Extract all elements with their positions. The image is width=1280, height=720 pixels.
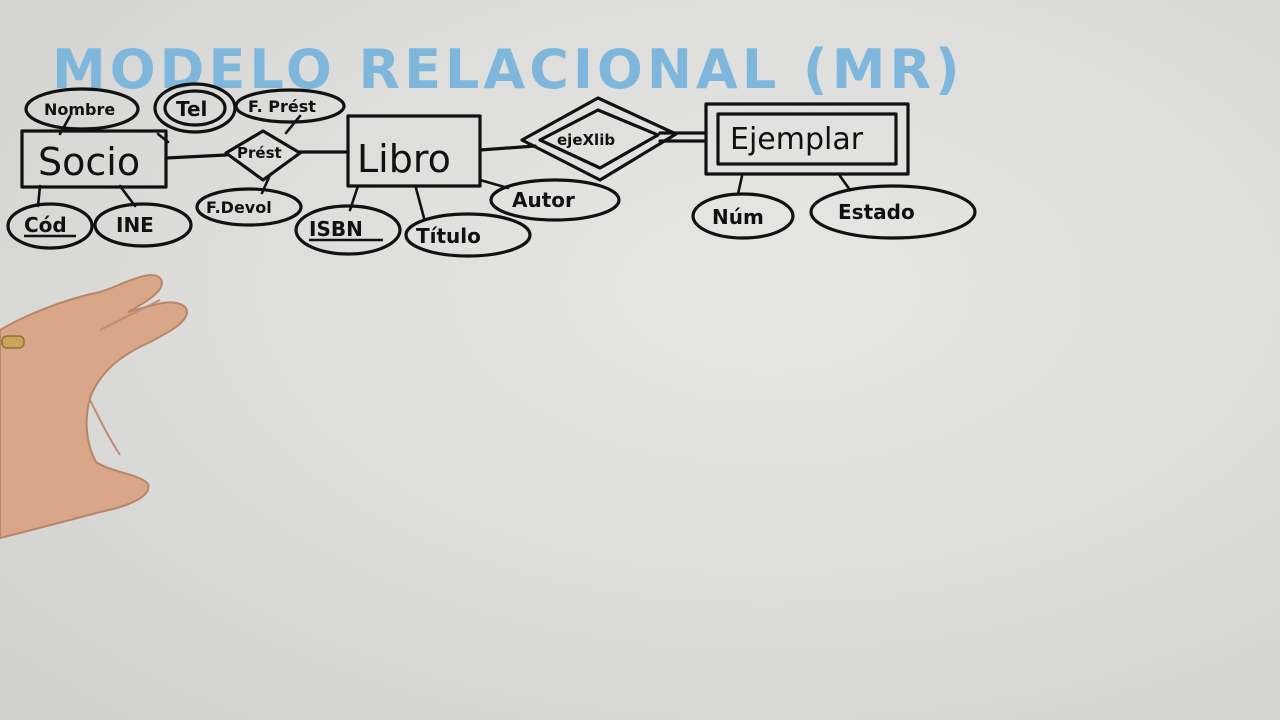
attribute-estado-label: Estado bbox=[838, 200, 915, 224]
relationship-ejexlib: ejeXlib bbox=[520, 96, 678, 182]
attribute-tel-label: Tel bbox=[176, 97, 207, 121]
attribute-num: Núm bbox=[691, 192, 795, 240]
attribute-cod: Cód bbox=[6, 202, 94, 250]
attribute-f-prest-label: F. Prést bbox=[248, 97, 316, 116]
attribute-isbn-label: ISBN bbox=[309, 217, 363, 241]
entity-socio: Socio bbox=[20, 129, 168, 189]
attribute-autor: Autor bbox=[489, 178, 621, 222]
relationship-prest-label: Prést bbox=[237, 144, 282, 162]
entity-libro-label: Libro bbox=[357, 137, 451, 181]
attribute-isbn: ISBN bbox=[294, 204, 402, 256]
entity-socio-label: Socio bbox=[38, 140, 140, 184]
attribute-titulo: Título bbox=[404, 212, 532, 258]
entity-libro: Libro bbox=[346, 114, 482, 188]
entity-ejemplar-label: Ejemplar bbox=[730, 122, 864, 157]
attribute-titulo-label: Título bbox=[416, 224, 481, 248]
attribute-ine-label: INE bbox=[116, 213, 154, 237]
attribute-tel: Tel bbox=[153, 82, 237, 134]
attribute-f-devol: F.Devol bbox=[195, 187, 303, 227]
relationship-prest: Prést bbox=[224, 129, 302, 182]
attribute-ine: INE bbox=[93, 202, 193, 248]
attribute-f-devol-label: F.Devol bbox=[206, 198, 272, 217]
attribute-autor-label: Autor bbox=[512, 188, 575, 212]
attribute-nombre: Nombre bbox=[24, 87, 140, 131]
relationship-ejexlib-label: ejeXlib bbox=[557, 131, 615, 149]
attribute-estado: Estado bbox=[809, 184, 977, 240]
attribute-num-label: Núm bbox=[712, 205, 764, 229]
attribute-cod-label: Cód bbox=[24, 213, 67, 237]
attribute-f-prest: F. Prést bbox=[234, 88, 346, 124]
hand-image bbox=[0, 274, 188, 540]
attribute-nombre-label: Nombre bbox=[44, 100, 115, 119]
entity-ejemplar: Ejemplar bbox=[704, 102, 910, 176]
